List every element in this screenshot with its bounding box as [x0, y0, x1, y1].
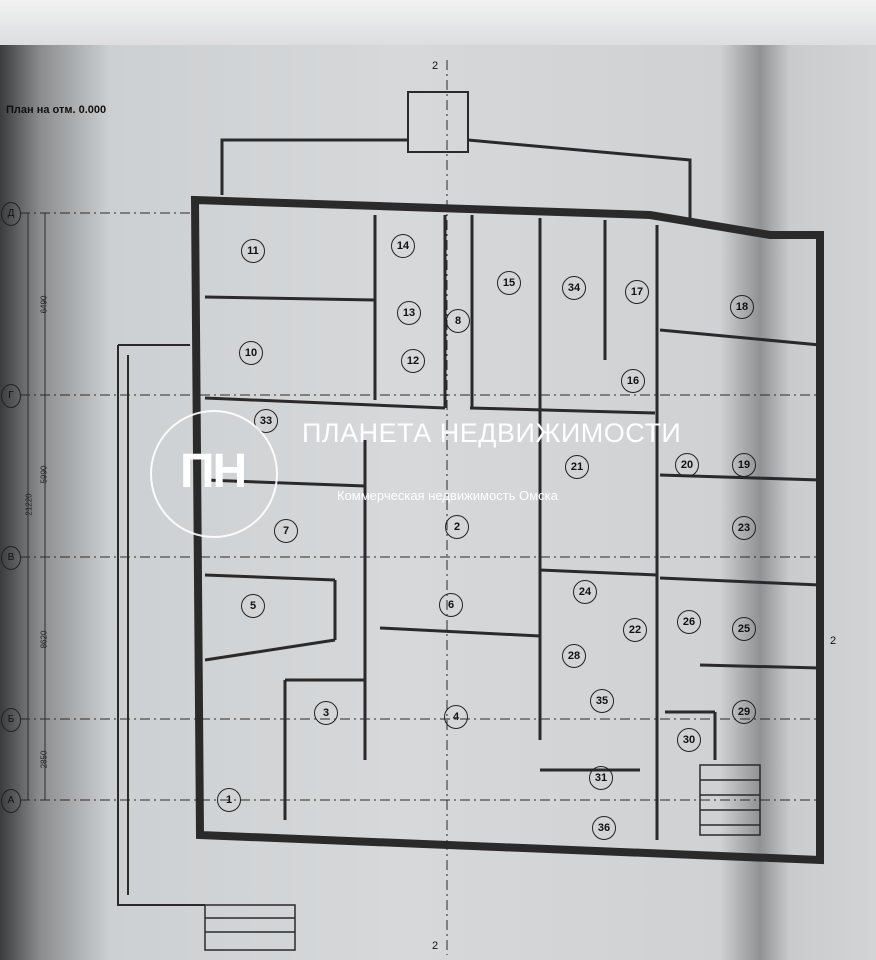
room-number: 18 [730, 295, 754, 319]
room-number: 35 [590, 689, 614, 713]
room-number: 33 [254, 409, 278, 433]
room-number: 36 [592, 816, 616, 840]
room-number: 21 [565, 455, 589, 479]
room-number: 16 [621, 369, 645, 393]
axis-label: В [1, 546, 21, 570]
dimension: 2850 [39, 750, 49, 769]
room-number: 8 [446, 309, 470, 333]
interior-walls [204, 215, 821, 840]
room-number: 20 [675, 453, 699, 477]
room-number: 34 [562, 276, 586, 300]
room-number: 1 [217, 788, 241, 812]
room-number: 3 [314, 701, 338, 725]
room-number: 10 [239, 341, 263, 365]
room-number: 22 [623, 618, 647, 642]
axis-grid-lines [20, 60, 820, 955]
porch-outline [220, 138, 692, 225]
room-number: 30 [677, 728, 701, 752]
dimension: 8620 [39, 630, 49, 649]
room-number: 5 [241, 594, 265, 618]
room-number: 2 [445, 515, 469, 539]
sheet-edge [0, 0, 876, 45]
room-number: 24 [573, 580, 597, 604]
axis-label: Б [1, 708, 21, 732]
dimension: 5990 [39, 465, 49, 484]
stair-top [407, 91, 469, 153]
stair-bottom [204, 904, 296, 951]
section-mark: 2 [432, 60, 439, 72]
room-number: 7 [274, 519, 298, 543]
room-number: 4 [444, 705, 468, 729]
section-mark: 2 [432, 940, 439, 952]
dimension-total: 21220 [24, 493, 34, 516]
room-number: 23 [732, 516, 756, 540]
room-number: 11 [241, 239, 265, 263]
room-number: 15 [497, 271, 521, 295]
room-number: 17 [625, 280, 649, 304]
level-note: План на отм. 0.000 [6, 104, 107, 116]
outer-wall [190, 195, 824, 865]
room-number: 13 [397, 301, 421, 325]
dimension: 6490 [39, 295, 49, 314]
room-number: 14 [391, 234, 415, 258]
room-number: 29 [732, 700, 756, 724]
room-number: 26 [677, 610, 701, 634]
room-number: 6 [439, 593, 463, 617]
watermark-logo: ПН [180, 445, 247, 498]
watermark-title: ПЛАНЕТА НЕДВИЖИМОСТИ [302, 418, 682, 448]
section-mark: 2 [830, 635, 837, 647]
room-number: 19 [732, 453, 756, 477]
axis-label: Д [1, 202, 21, 226]
left-ramp [117, 344, 205, 906]
dimension-lines [27, 213, 46, 800]
watermark-subtitle: Коммерческая недвижимость Омска [337, 488, 558, 503]
room-number: 25 [732, 617, 756, 641]
axis-label: Г [1, 384, 21, 408]
room-number: 31 [589, 766, 613, 790]
room-number: 12 [401, 349, 425, 373]
watermark-logo-circle [150, 410, 278, 538]
axis-label: А [1, 789, 21, 813]
room-number: 28 [562, 644, 586, 668]
